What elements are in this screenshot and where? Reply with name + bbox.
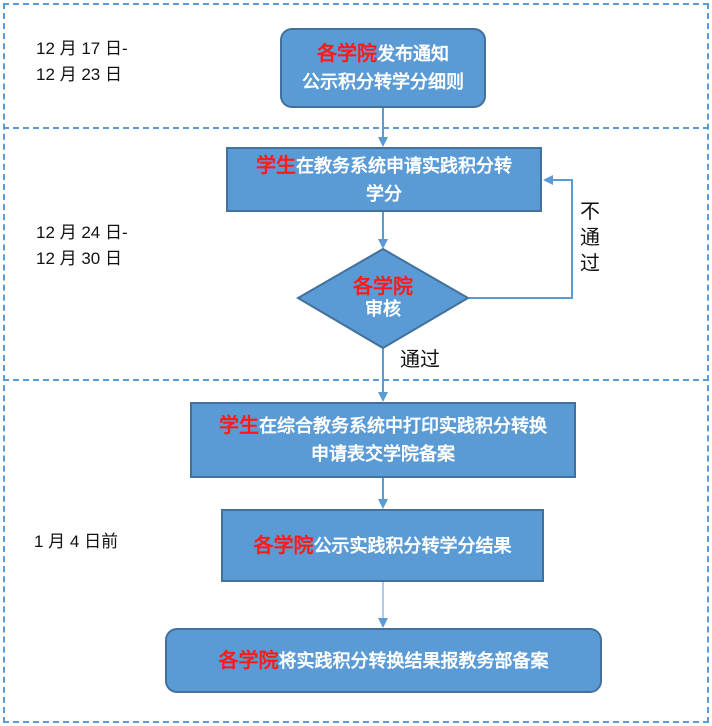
phase3-date: 1 月 4 日前 [34,532,119,551]
reject-label-1: 不 [580,199,600,223]
reject-label: 不 通 过 [576,198,604,276]
phase1-date: 12 月 17 日- 12 月 23 日 [36,36,128,88]
reject-label-2: 通 [580,225,600,249]
step3-actor: 学生 [219,413,259,437]
step3-text-2: 申请表交学院备案 [311,444,455,465]
step1-actor: 各学院 [317,41,377,65]
step2-text-2: 学分 [366,183,402,205]
step-print-form: 学生在综合教务系统中打印实践积分转换 申请表交学院备案 [190,402,576,478]
decision-text: 审核 [365,299,401,320]
step5-text: 将实践积分转换结果报教务部备案 [278,650,549,672]
phase-divider-1 [3,127,709,129]
phase1-date-end: 12 月 23 日 [36,65,122,84]
step-publish-rules: 各学院发布通知 公示积分转学分细则 [280,28,486,108]
step1-text-1: 发布通知 [377,44,449,65]
step-student-apply: 学生在教务系统申请实践积分转 学分 [226,147,542,212]
step4-actor: 各学院 [253,532,314,557]
phase1-date-start: 12 月 17 日- [36,39,128,58]
phase-divider-2 [3,379,709,381]
phase2-date-end: 12 月 30 日 [36,249,122,268]
step4-text: 公示实践积分转学分结果 [313,535,512,557]
step-publish-results: 各学院公示实践积分转学分结果 [221,509,544,582]
step1-text-2: 公示积分转学分细则 [302,72,464,93]
step2-actor: 学生 [256,152,296,177]
step5-actor: 各学院 [218,647,279,672]
phase2-date: 12 月 24 日- 12 月 30 日 [36,220,128,272]
phase-frame-outer [3,3,709,723]
pass-label: 通过 [400,347,440,371]
phase2-date-start: 12 月 24 日- [36,223,128,242]
decision-actor: 各学院 [353,274,413,298]
step-report-records: 各学院将实践积分转换结果报教务部备案 [165,628,602,693]
decision-label: 各学院 审核 [323,274,443,322]
step2-text-1: 在教务系统申请实践积分转 [296,155,512,177]
arrow-reject-loop [469,175,573,299]
decision-diamond [296,247,470,350]
reject-label-3: 过 [580,251,600,275]
step3-text-1: 在综合教务系统中打印实践积分转换 [259,416,547,437]
